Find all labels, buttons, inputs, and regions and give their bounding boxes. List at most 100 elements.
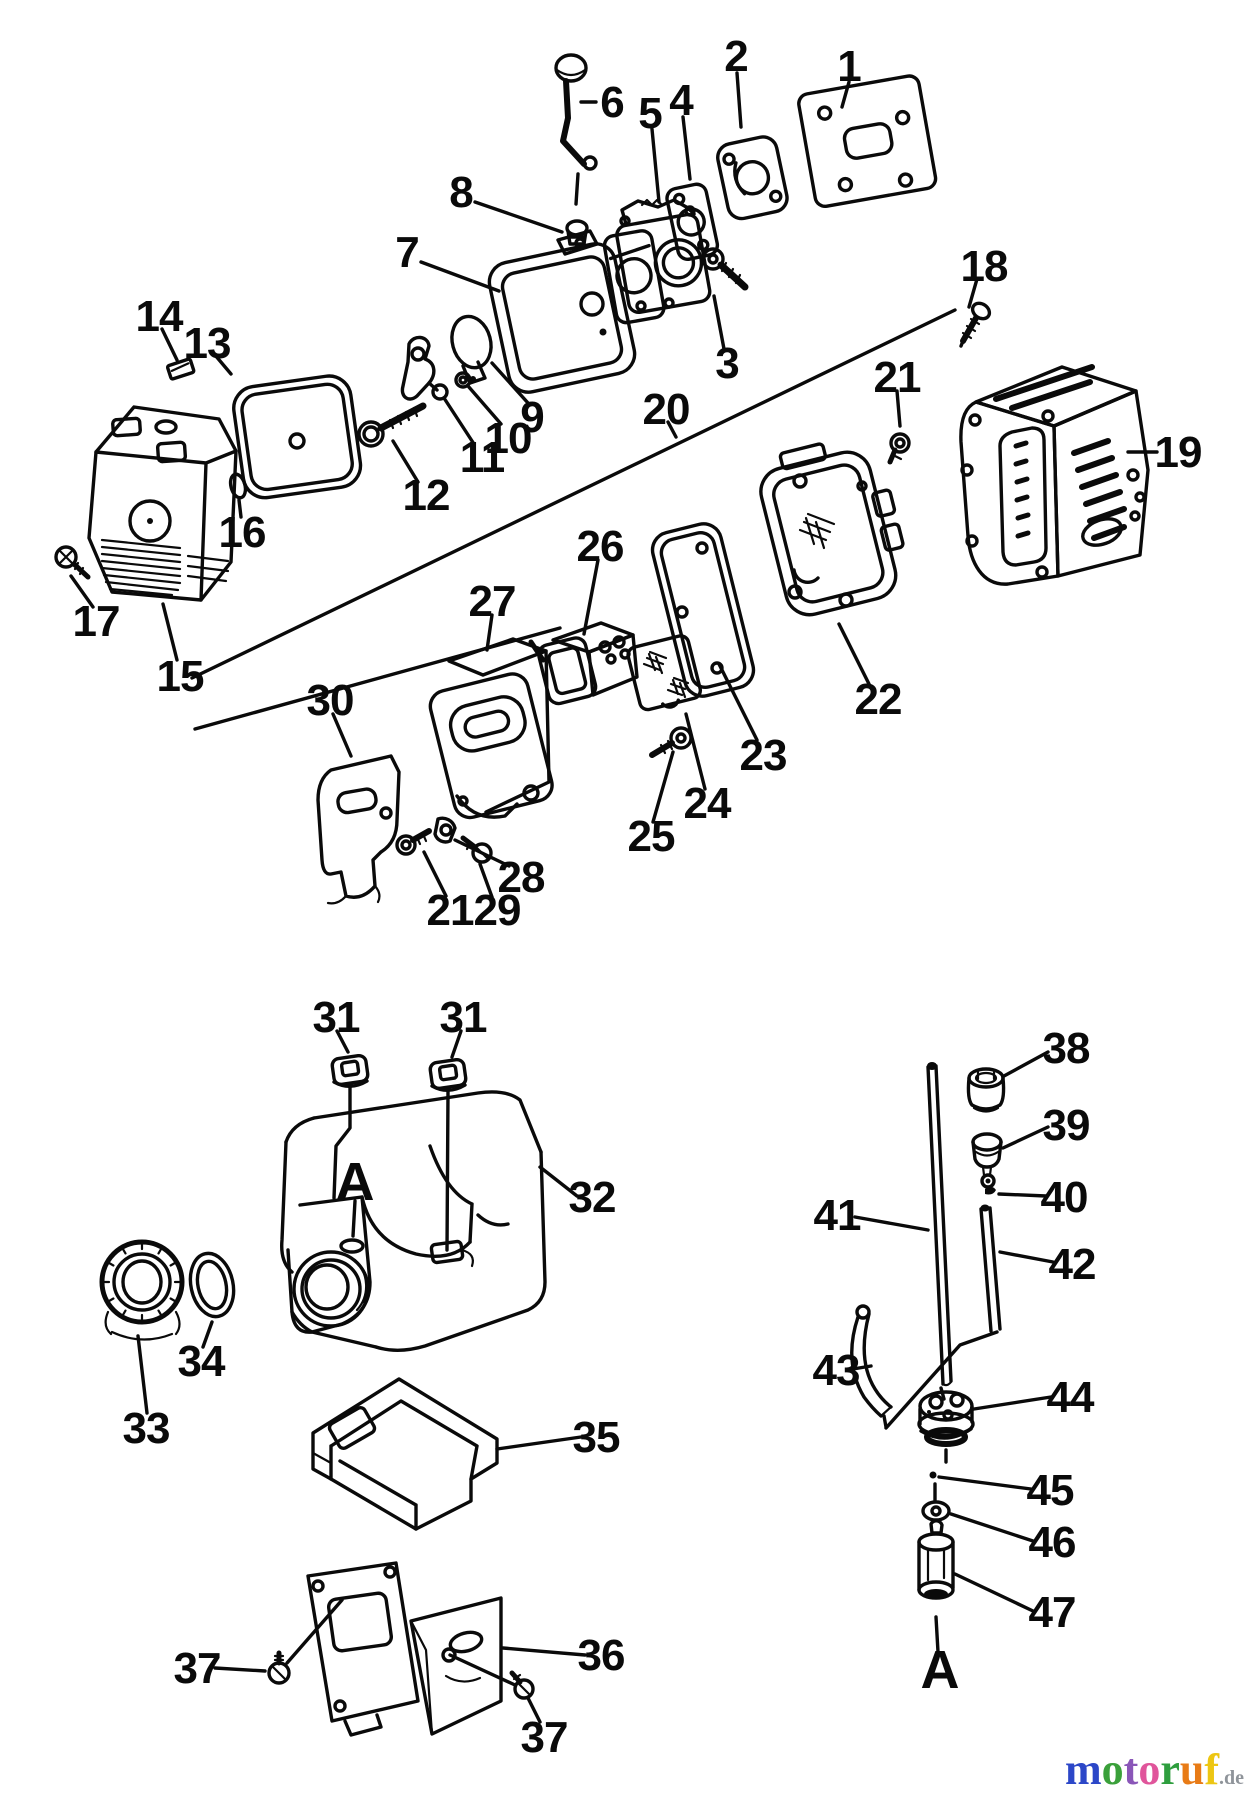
section-marker-a-1: A — [921, 1640, 960, 1700]
logo-letter: m — [1065, 1745, 1102, 1794]
part-callout-16-15: 16 — [219, 508, 266, 557]
part-callout-18-17: 18 — [961, 242, 1008, 291]
part-callout-44-46: 44 — [1047, 1373, 1095, 1422]
logo-letter: f — [1204, 1745, 1219, 1794]
part-callout-22-21: 22 — [855, 675, 902, 724]
part-callout-4-3: 4 — [669, 76, 694, 125]
part-callout-40-42: 40 — [1041, 1173, 1088, 1222]
part-callout-25-24: 25 — [628, 812, 675, 861]
tank-grommet-right — [428, 1057, 468, 1092]
insulator-block — [716, 135, 789, 221]
cover-screw-17 — [54, 545, 91, 580]
part-callout-5-4: 5 — [638, 89, 662, 138]
part-callout-34-35: 34 — [178, 1337, 226, 1386]
part-callout-2-1: 2 — [724, 32, 747, 81]
part-callout-43-45: 43 — [813, 1346, 860, 1395]
part-callout-37-38: 37 — [174, 1644, 221, 1693]
shield-screw-29 — [460, 835, 493, 864]
part-callout-47-49: 47 — [1029, 1588, 1076, 1637]
muffler-gasket — [650, 522, 756, 698]
choke-lever — [400, 335, 449, 401]
fuel-filter — [917, 1519, 955, 1600]
part-callout-27-26: 27 — [469, 577, 516, 626]
assembly-markers: AA — [336, 1152, 960, 1700]
air-filter-element — [232, 374, 363, 500]
part-callout-45-47: 45 — [1027, 1466, 1074, 1515]
fuel-hose — [850, 1304, 893, 1418]
part-callout-26-25: 26 — [577, 522, 624, 571]
fuel-tank — [280, 1090, 547, 1352]
logo-letter: o — [1138, 1745, 1161, 1794]
part-callout-10-9: 10 — [485, 414, 532, 463]
tank-tray — [311, 1377, 499, 1531]
valve-pin — [985, 1186, 996, 1195]
cover-grommet — [228, 472, 248, 500]
retainer-pin — [929, 1471, 937, 1479]
cover-screw-18 — [959, 301, 992, 348]
part-callout-14-13: 14 — [136, 292, 184, 341]
part-callout-31-31: 31 — [313, 993, 360, 1042]
logo-letter: o — [1101, 1745, 1124, 1794]
part-callout-1-0: 1 — [837, 42, 861, 91]
part-callout-46-48: 46 — [1029, 1518, 1076, 1567]
gasket-plate — [797, 74, 938, 209]
check-valve — [971, 1132, 1003, 1189]
part-callout-7-6: 7 — [395, 228, 418, 277]
clamp-half — [433, 816, 457, 844]
part-callout-35-36: 35 — [573, 1413, 620, 1462]
plate-washer — [454, 371, 472, 389]
shield-screw-37-left — [267, 1650, 291, 1685]
part-callout-11-10: 11 — [460, 433, 505, 482]
logo-letter: u — [1179, 1745, 1205, 1794]
tank-bung — [917, 1390, 975, 1447]
part-callout-38-40: 38 — [1043, 1024, 1090, 1073]
heat-shield — [316, 754, 401, 905]
part-callout-13-12: 13 — [184, 319, 231, 368]
watermark-logo: motoruf.de — [1065, 1748, 1244, 1792]
muffler-screw-25 — [649, 726, 693, 758]
shield-screw-37-bottom — [509, 1670, 535, 1700]
muffler-case — [759, 442, 905, 617]
part-callout-33-34: 33 — [123, 1404, 170, 1453]
pickup-cap — [966, 1067, 1006, 1113]
callout-labels: 1234567891011121314151617181920212223242… — [73, 32, 1203, 1762]
filter-washer — [921, 1500, 951, 1522]
part-callout-31-32: 31 — [440, 993, 487, 1042]
fuel-tube — [979, 1204, 1002, 1333]
logo-letter: r — [1160, 1745, 1180, 1794]
part-callout-36-37: 36 — [578, 1631, 625, 1680]
part-callout-39-41: 39 — [1043, 1101, 1090, 1150]
filter-clip — [165, 357, 196, 381]
part-callout-19-18: 19 — [1155, 428, 1202, 477]
part-callout-20-19: 20 — [643, 385, 690, 434]
part-callout-42-44: 42 — [1049, 1240, 1096, 1289]
air-filter-base — [487, 229, 637, 394]
logo-suffix: .de — [1219, 1767, 1244, 1789]
part-callout-6-5: 6 — [600, 78, 623, 127]
carburetor — [602, 198, 712, 325]
part-callout-3-2: 3 — [715, 339, 738, 388]
part-callout-30-30: 30 — [307, 676, 354, 725]
choke-bolt — [357, 402, 427, 448]
bottom-shield — [306, 1561, 503, 1737]
air-cleaner-cover — [87, 405, 238, 602]
muffler-cover — [959, 364, 1150, 586]
tank-grommet-left — [330, 1053, 370, 1088]
logo-letter: t — [1123, 1745, 1139, 1794]
part-callout-21-20: 21 — [874, 353, 921, 402]
logo-word: motoruf — [1065, 1745, 1219, 1794]
part-callout-28-27: 28 — [498, 853, 545, 902]
part-callout-15-14: 15 — [157, 652, 204, 701]
part-callout-37-39: 37 — [521, 1713, 568, 1762]
fuel-cap — [99, 1239, 185, 1341]
part-callout-24-23: 24 — [684, 779, 732, 828]
part-callout-9-8: 9 — [520, 393, 543, 442]
part-callout-41-43: 41 — [814, 1191, 861, 1240]
exhaust-gasket — [626, 634, 703, 712]
part-callout-23-22: 23 — [740, 731, 787, 780]
fuel-pipe — [926, 1062, 953, 1387]
part-callout-17-16: 17 — [73, 597, 120, 646]
part-callout-12-11: 12 — [403, 471, 450, 520]
